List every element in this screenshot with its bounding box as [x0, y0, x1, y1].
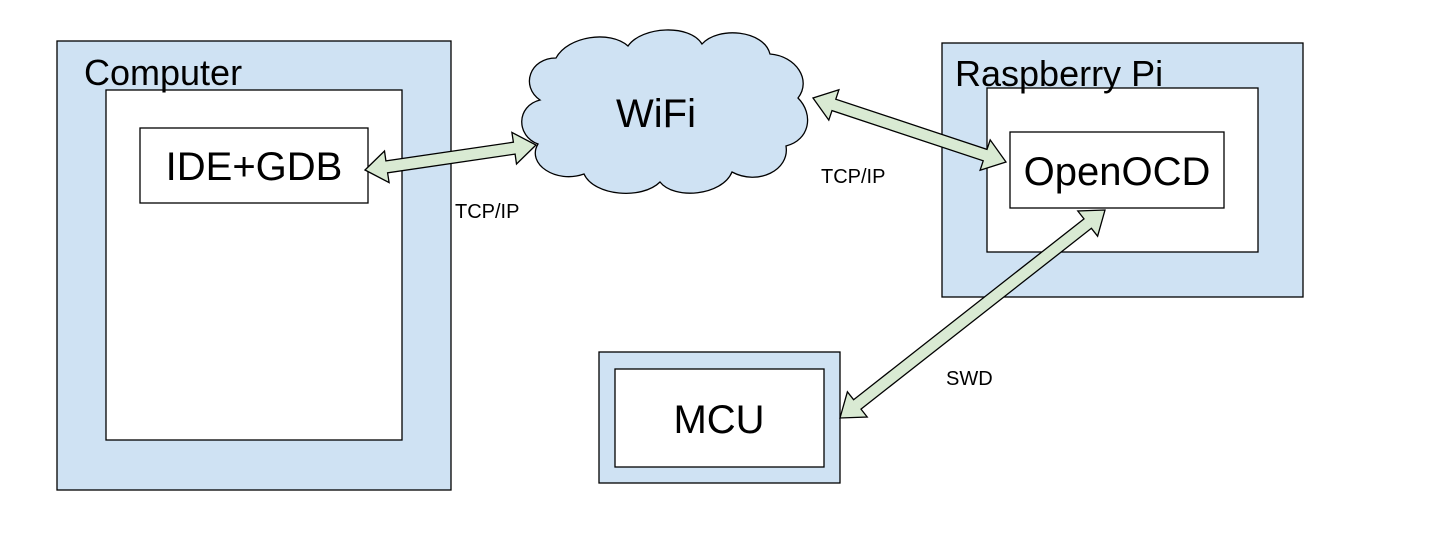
wifi-node: WiFi	[521, 29, 809, 194]
wifi-label: WiFi	[616, 92, 696, 136]
connector-arrows	[363, 88, 1106, 419]
edge-label-openocd-mcu: SWD	[946, 368, 993, 390]
mcu-inner-box	[614, 368, 825, 468]
ide-gdb-label: IDE+GDB	[166, 145, 343, 189]
edge-label-ide-wifi: TCP/IP	[455, 201, 519, 223]
openocd-node: OpenOCD	[1009, 131, 1225, 209]
ide-gdb-box	[139, 127, 369, 204]
raspberry-pi-label: Raspberry Pi	[955, 53, 1163, 94]
mcu-label: MCU	[673, 398, 764, 442]
openocd-label: OpenOCD	[1024, 150, 1211, 194]
wifi-cloud-shape	[521, 29, 809, 194]
arrow-ide-to-wifi	[363, 131, 538, 184]
openocd-box	[1009, 131, 1225, 209]
computer-label: Computer	[84, 52, 242, 93]
edge-label-wifi-openocd: TCP/IP	[821, 166, 885, 188]
mcu-node: MCU	[598, 351, 841, 484]
ide-gdb-node: IDE+GDB	[139, 127, 369, 204]
computer-node: Computer	[56, 40, 452, 491]
arrow-openocd-to-mcu	[839, 209, 1106, 419]
arrow-wifi-to-openocd	[811, 88, 1008, 172]
